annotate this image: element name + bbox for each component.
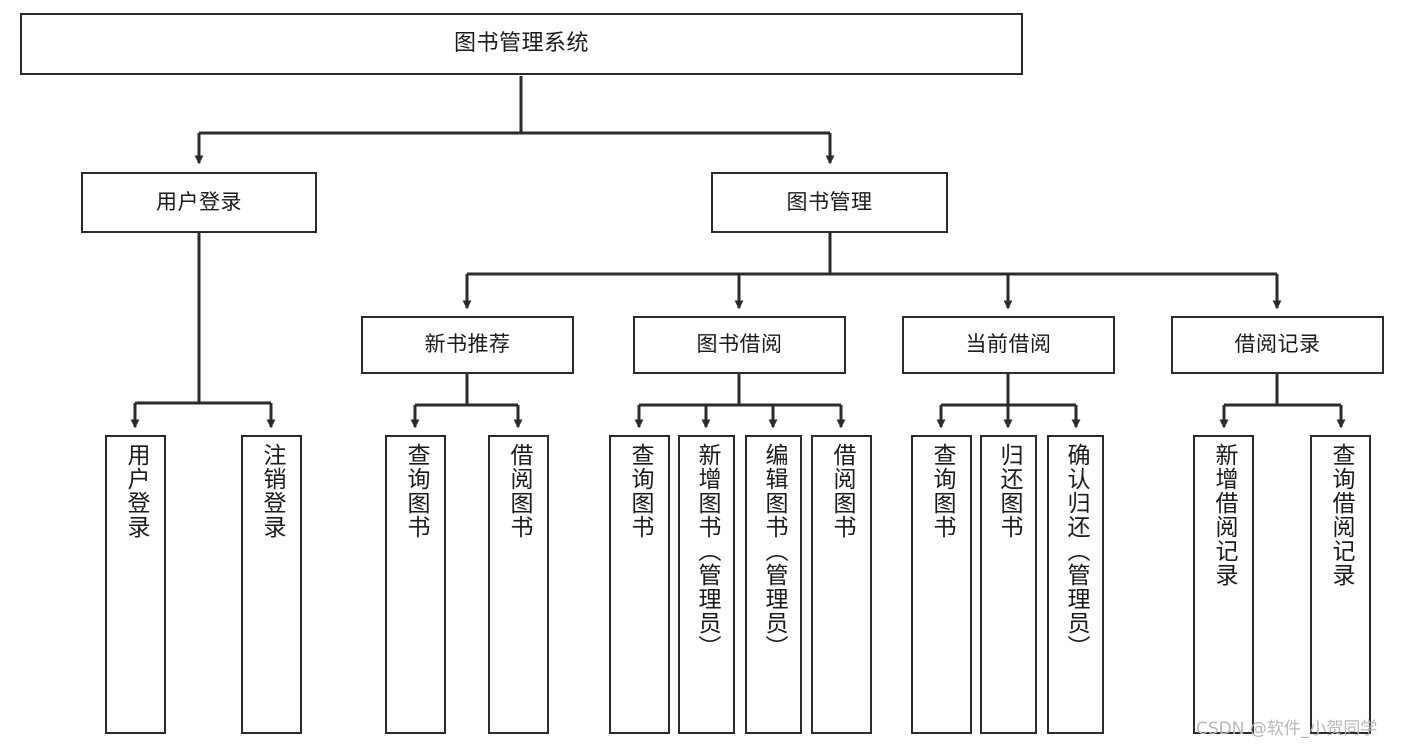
- node-label: 新增借阅记录: [1211, 443, 1237, 587]
- node-label: 图书管理: [786, 189, 873, 214]
- leaf-add-book-admin[interactable]: 新增图书（管理员）: [678, 435, 735, 734]
- node-label: 图书借阅: [696, 332, 783, 357]
- node-label: 查询图书: [627, 443, 653, 539]
- node-root-system[interactable]: 图书管理系统: [20, 13, 1023, 75]
- node-book-borrow[interactable]: 图书借阅: [633, 316, 846, 374]
- leaf-borrow-book-new[interactable]: 借阅图书: [488, 435, 549, 734]
- leaf-query-book-new[interactable]: 查询图书: [385, 435, 446, 734]
- node-label: 确认归还（管理员）: [1063, 443, 1089, 659]
- leaf-user-login[interactable]: 用户登录: [105, 435, 166, 734]
- node-label: 新增图书（管理员）: [694, 443, 720, 659]
- node-label: 查询图书: [929, 443, 955, 539]
- node-current-borrow[interactable]: 当前借阅: [902, 316, 1115, 374]
- leaf-logout[interactable]: 注销登录: [241, 435, 302, 734]
- leaf-borrow-book[interactable]: 借阅图书: [811, 435, 872, 734]
- node-label: 用户登录: [156, 189, 242, 214]
- node-label: 图书管理系统: [453, 30, 589, 56]
- node-label: 借阅记录: [1234, 332, 1321, 357]
- csdn-watermark: CSDN @软件_小贺同学: [1196, 719, 1378, 739]
- node-label: 查询借阅记录: [1328, 443, 1354, 587]
- node-label: 查询图书: [403, 443, 429, 539]
- node-label: 编辑图书（管理员）: [761, 443, 787, 659]
- leaf-add-borrow-record[interactable]: 新增借阅记录: [1193, 435, 1254, 734]
- node-borrow-record[interactable]: 借阅记录: [1171, 316, 1384, 374]
- node-new-book-recommend[interactable]: 新书推荐: [361, 316, 574, 374]
- node-label: 注销登录: [259, 443, 285, 539]
- node-user-login[interactable]: 用户登录: [81, 172, 317, 233]
- leaf-return-book[interactable]: 归还图书: [980, 435, 1037, 734]
- leaf-query-borrow-record[interactable]: 查询借阅记录: [1310, 435, 1371, 734]
- node-book-management[interactable]: 图书管理: [711, 172, 948, 233]
- node-label: 借阅图书: [506, 443, 532, 539]
- leaf-query-book-current[interactable]: 查询图书: [911, 435, 972, 734]
- node-label: 当前借阅: [965, 332, 1052, 357]
- node-label: 归还图书: [996, 443, 1022, 539]
- node-label: 用户登录: [123, 443, 149, 539]
- leaf-edit-book-admin[interactable]: 编辑图书（管理员）: [745, 435, 802, 734]
- leaf-confirm-return-admin[interactable]: 确认归还（管理员）: [1047, 435, 1104, 734]
- node-label: 新书推荐: [424, 332, 511, 357]
- leaf-query-book-borrow[interactable]: 查询图书: [609, 435, 670, 734]
- node-label: 借阅图书: [829, 443, 855, 539]
